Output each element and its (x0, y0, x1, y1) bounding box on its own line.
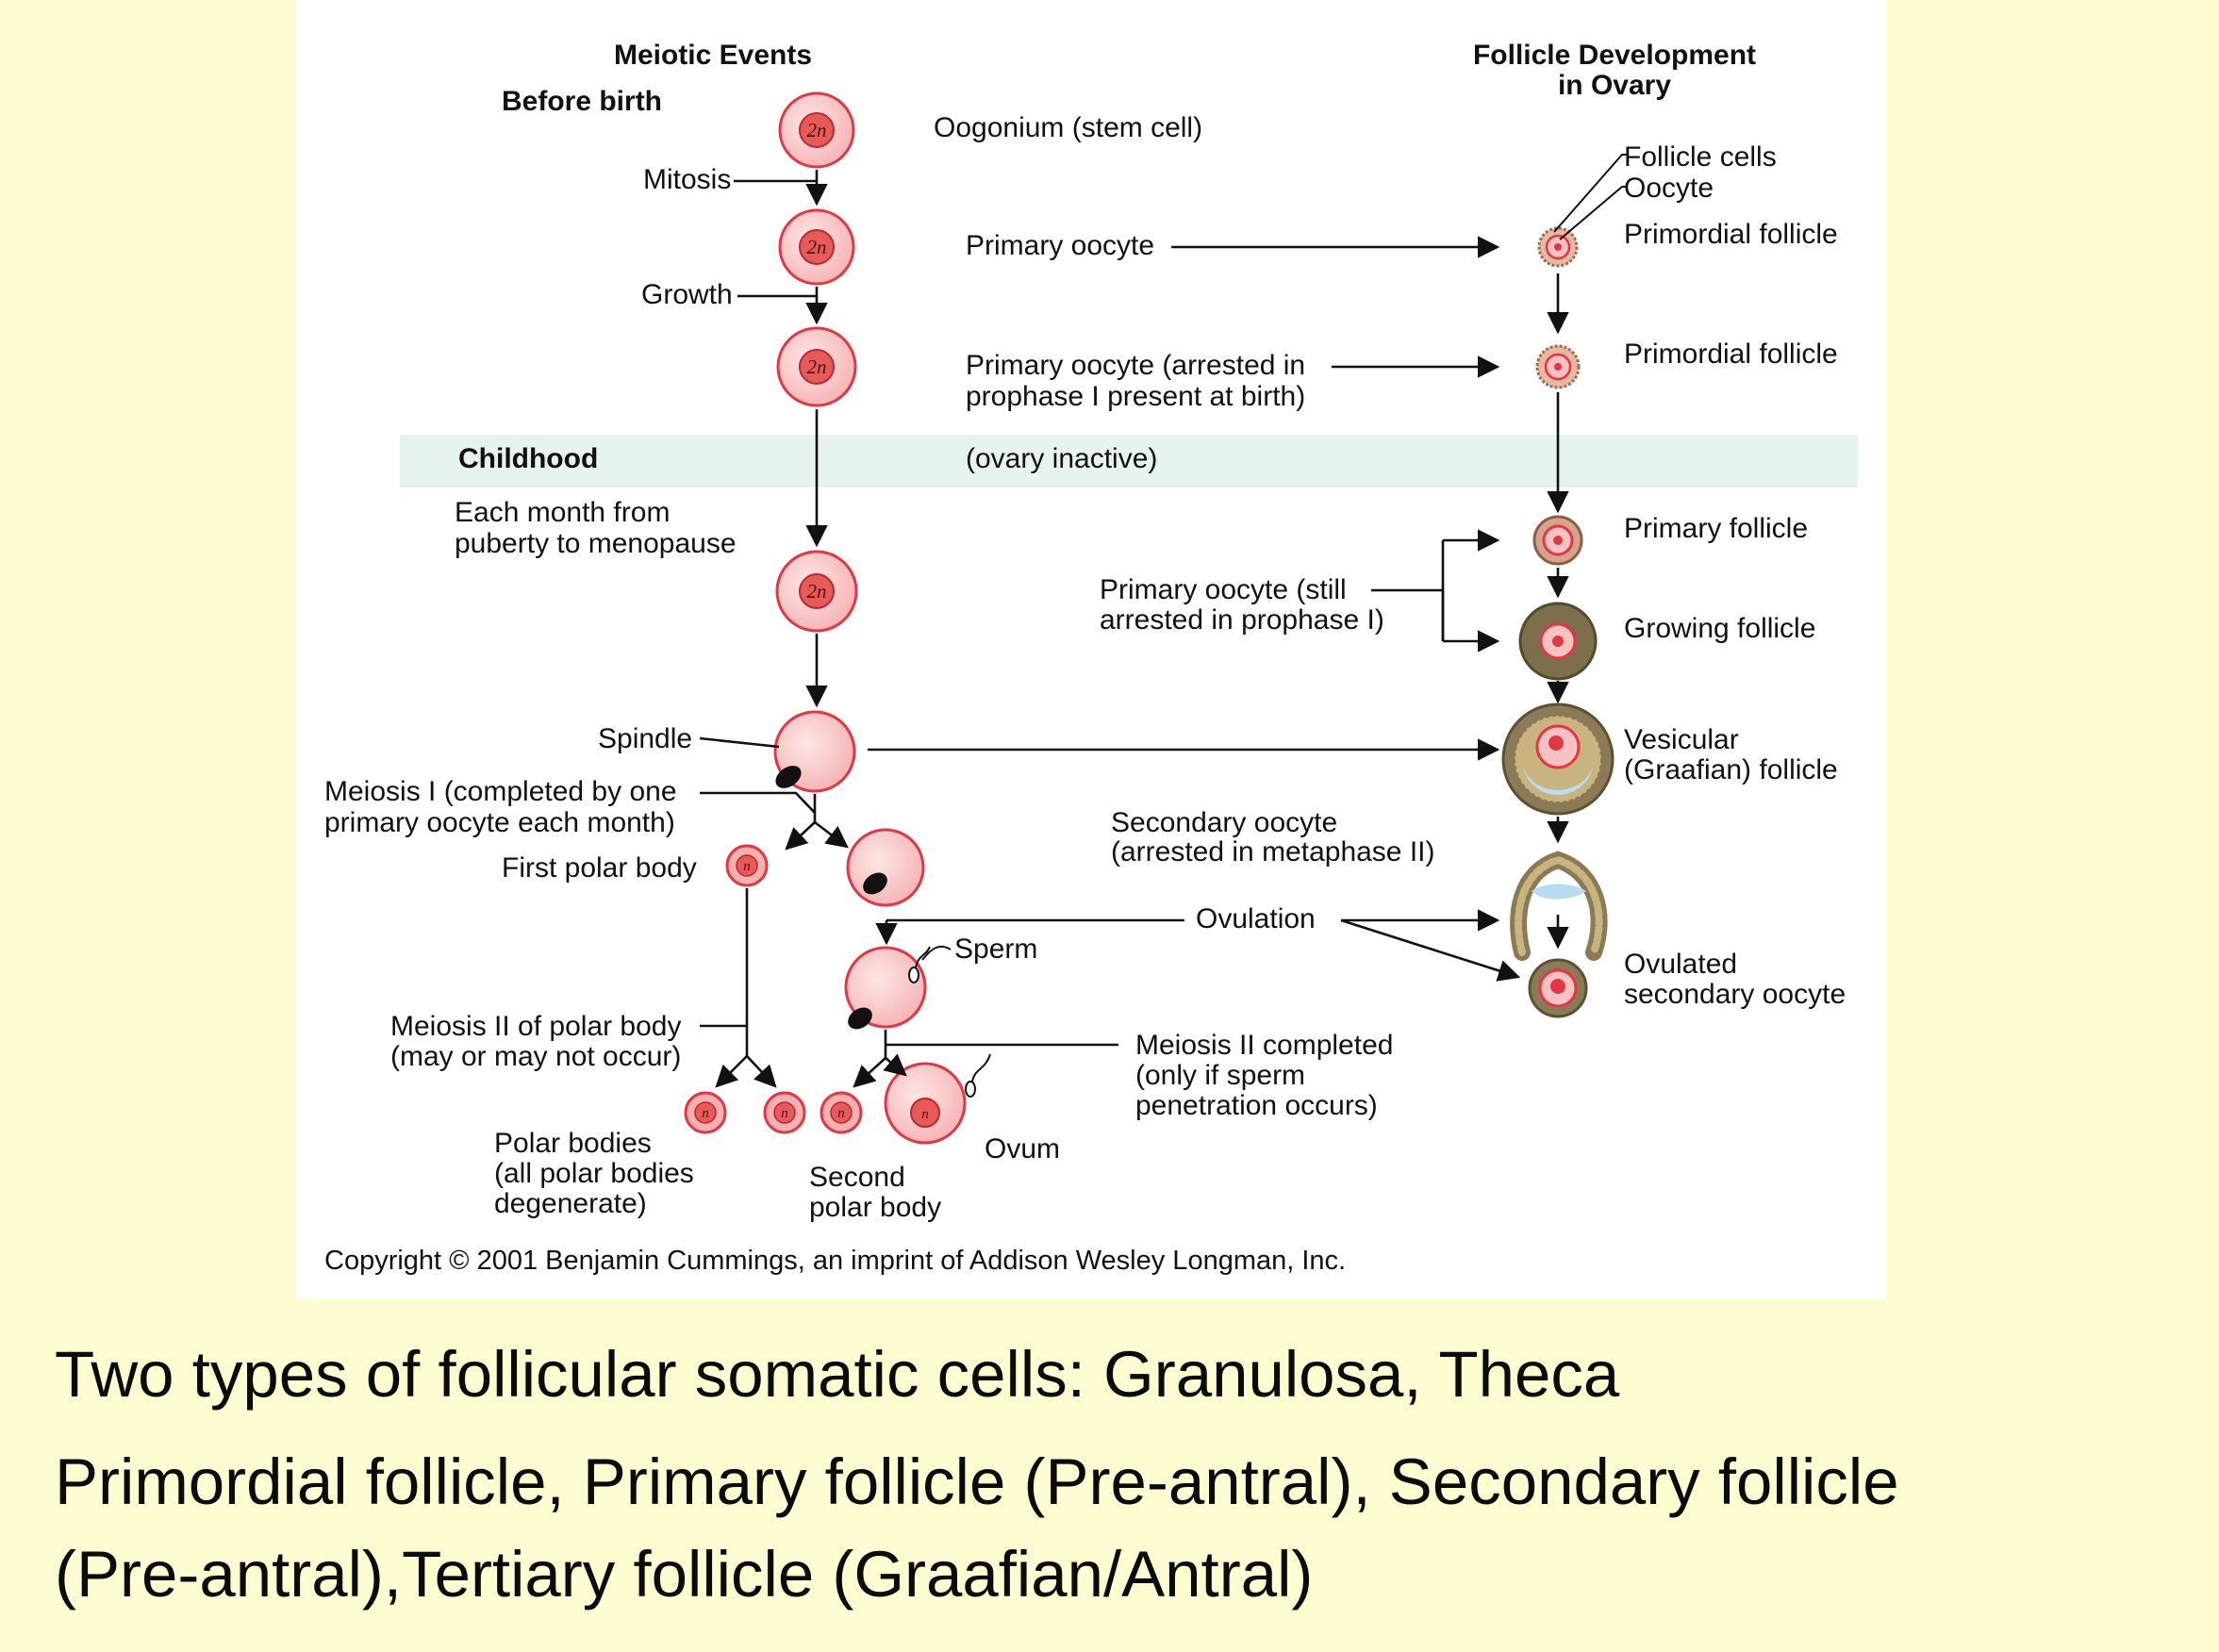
arrested-label-line2: prophase I present at birth) (966, 381, 1305, 412)
svg-text:n: n (921, 1107, 929, 1122)
meiotic-events-header: Meiotic Events (614, 40, 812, 71)
primary-follicle (1532, 515, 1583, 566)
monthly-label-line2: puberty to menopause (455, 528, 737, 559)
svg-text:2n: 2n (807, 119, 827, 141)
meiosis1-left-branch (785, 821, 816, 851)
meiosis2-done-line1: Meiosis II completed (1135, 1030, 1393, 1061)
still-arrested-line1: Primary oocyte (still (1100, 574, 1347, 605)
oocyte-meiosis2-right (883, 1053, 907, 1077)
childhood-label: Childhood (458, 443, 598, 474)
ovum-label: Ovum (985, 1133, 1060, 1165)
ovulation-arrow-oocyte (1340, 918, 1521, 982)
second-polar-body-cell: n (820, 1091, 863, 1134)
sperm-pointer (921, 945, 952, 961)
ovulated-label-line2: secondary oocyte (1624, 979, 1846, 1010)
meiosis1-label-line1: Meiosis I (completed by one (324, 776, 677, 807)
before-birth-label: Before birth (502, 86, 662, 117)
meiosis1-pointer (700, 791, 816, 814)
caption-line-2: Primordial follicle, Primary follicle (P… (55, 1446, 1899, 1518)
primordial-follicle-label-1: Primordial follicle (1624, 219, 1838, 250)
oocyte-pointer (1559, 186, 1628, 240)
polar-body-1: n (684, 1091, 727, 1134)
sperm-label: Sperm (954, 933, 1037, 965)
primary-oocyte-label: Primary oocyte (966, 230, 1154, 261)
vesicular-label-line1: Vesicular (1624, 724, 1739, 755)
spindle-label: Spindle (598, 723, 692, 754)
follicle-cells-pointer (1553, 154, 1628, 233)
polar-bodies-line1: Polar bodies (494, 1128, 652, 1159)
meiosis2-polar-line2: (may or may not occur) (390, 1041, 681, 1072)
meiosis1-right-branch (814, 820, 849, 849)
copyright-text: Copyright © 2001 Benjamin Cummings, an i… (324, 1246, 1346, 1276)
oocyte-label: Oocyte (1624, 173, 1714, 204)
ovulated-secondary-oocyte (1528, 958, 1588, 1018)
childhood-band (400, 435, 1858, 487)
secondary-oocyte-cell (846, 828, 925, 907)
secondary-oocyte-line2: (arrested in metaphase II) (1111, 836, 1435, 867)
primary-oocyte-cell: 2n (778, 208, 855, 286)
second-polar-body-line2: polar body (809, 1192, 941, 1223)
svg-text:n: n (743, 859, 751, 874)
oogonium-cell: 2n (778, 91, 855, 169)
primordial-follicle-label-2: Primordial follicle (1624, 339, 1838, 370)
monthly-label-line1: Each month from (455, 497, 670, 528)
monthly-primary-oocyte-cell: 2n (775, 550, 858, 633)
fertilized-oocyte-cell (844, 946, 931, 1030)
polar-body-2: n (763, 1091, 806, 1134)
ovary-inactive-label: (ovary inactive) (966, 443, 1157, 474)
secondary-oocyte-line1: Secondary oocyte (1111, 807, 1337, 838)
vesicular-label-line2: (Graafian) follicle (1624, 754, 1838, 785)
oocyte-meiosis2-left (853, 1057, 886, 1088)
arrested-label-line1: Primary oocyte (arrested in (966, 350, 1305, 381)
meiosis1-label-line2: primary oocyte each month) (324, 807, 675, 838)
first-polar-body-cell: n (725, 844, 769, 887)
svg-text:2n: 2n (807, 580, 827, 603)
ovum-cell: n (884, 1053, 991, 1145)
svg-text:2n: 2n (807, 236, 827, 258)
growing-follicle (1518, 602, 1598, 681)
polar-bodies-line3: degenerate) (494, 1188, 647, 1219)
primordial-follicle-1 (1537, 226, 1579, 268)
primary-follicle-label: Primary follicle (1624, 513, 1808, 544)
oogenesis-figure: Meiotic Events Follicle Development in O… (296, 0, 1886, 1299)
mitosis-label: Mitosis (643, 164, 731, 195)
svg-text:n: n (781, 1106, 788, 1121)
caption-line-3: (Pre-antral),Tertiary follicle (Graafian… (55, 1538, 1314, 1611)
follicle-cells-label: Follicle cells (1624, 141, 1777, 173)
spindle-cell (773, 710, 856, 793)
oogonium-label: Oogonium (stem cell) (934, 112, 1202, 143)
follicle-header-line2: in Ovary (1558, 70, 1671, 101)
ovulation-label: Ovulation (1196, 903, 1316, 934)
ruptured-follicle (1510, 851, 1608, 961)
arrested-primary-oocyte-cell: 2n (776, 326, 857, 407)
polar-meiosis2-right (746, 1055, 777, 1088)
ovulated-label-line1: Ovulated (1624, 949, 1737, 980)
still-arrested-line2: arrested in prophase I) (1100, 604, 1384, 636)
spindle-pointer (699, 736, 780, 749)
vesicular-follicle (1501, 702, 1615, 816)
growing-follicle-label: Growing follicle (1624, 613, 1815, 644)
second-polar-body-line1: Second (809, 1162, 905, 1193)
caption-line-1: Two types of follicular somatic cells: G… (55, 1338, 1620, 1411)
growth-label: Growth (641, 279, 733, 310)
svg-text:n: n (837, 1106, 845, 1121)
polar-bodies-line2: (all polar bodies (494, 1158, 694, 1189)
meiosis2-done-line3: penetration occurs) (1135, 1090, 1378, 1121)
svg-text:2n: 2n (807, 355, 827, 378)
polar-meiosis2-left (715, 1055, 748, 1088)
meiosis2-polar-line1: Meiosis II of polar body (390, 1011, 681, 1042)
svg-text:n: n (702, 1106, 709, 1121)
oogenesis-diagram: Meiotic Events Follicle Development in O… (324, 40, 1858, 1276)
primordial-follicle-2 (1535, 344, 1581, 389)
first-polar-body-label: First polar body (502, 852, 697, 884)
follicle-header-line1: Follicle Development (1473, 40, 1756, 71)
meiosis2-done-line2: (only if sperm (1135, 1060, 1305, 1091)
